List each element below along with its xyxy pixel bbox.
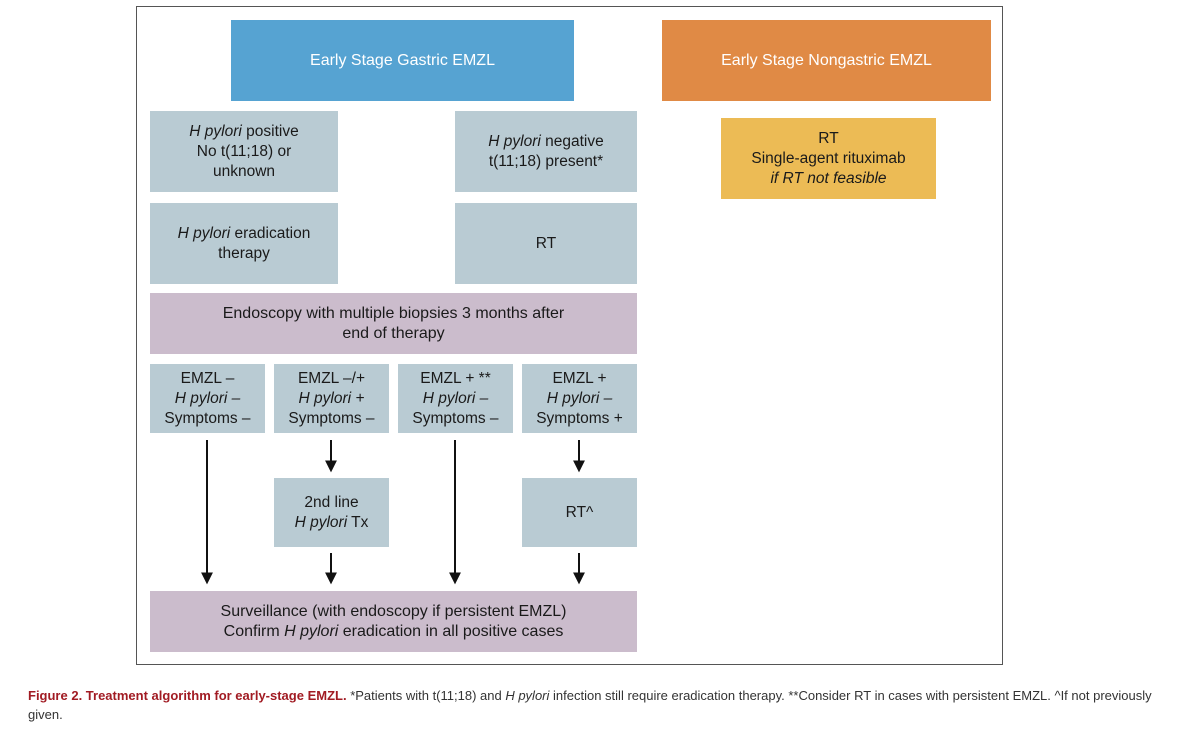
surveillance-line2-post: eradication in all positive cases (338, 622, 564, 640)
surveillance-line2-pre: Confirm (223, 622, 285, 640)
gastric-header: Early Stage Gastric EMZL (231, 20, 574, 101)
eradication-line1: eradication (230, 224, 311, 242)
nongastric-tx-line1: RT (818, 129, 839, 147)
nongastric-tx-line2: Single-agent rituximab (751, 149, 906, 167)
rt-gastric-text: RT (535, 234, 557, 252)
gastric-header-text: Early Stage Gastric EMZL (310, 51, 495, 69)
outcome-3-emzl: EMZL + ** (420, 369, 491, 387)
hp-negative-line2: t(11;18) present* (488, 152, 604, 170)
outcome-3-symptoms: Symptoms – (412, 409, 499, 427)
outcome-4-emzl: EMZL + (552, 369, 607, 387)
surveillance-box: Surveillance (with endoscopy if persiste… (150, 591, 637, 652)
outcome-box-4: EMZL + H pylori – Symptoms + (522, 364, 637, 433)
second-line-box: 2nd line H pylori Tx (274, 478, 389, 547)
second-line-line2: Tx (347, 513, 369, 531)
hp-negative-box: H pylori negative t(11;18) present* (455, 111, 637, 192)
caption-label: Figure 2. Treatment algorithm for early-… (28, 688, 347, 703)
caption-part1: *Patients with t(11;18) and (346, 688, 506, 703)
outcome-box-2: EMZL –/+ H pylori + Symptoms – (274, 364, 389, 433)
eradication-line2: therapy (218, 244, 270, 262)
nongastric-treatment-box: RT Single-agent rituximab if RT not feas… (721, 118, 936, 199)
outcome-4-hpylori: H pylori – (546, 389, 613, 407)
outcome-1-hpylori: H pylori – (174, 389, 241, 407)
caption-italic: H pylori (505, 688, 550, 703)
caption-part2: infection still require eradication ther… (28, 688, 1152, 722)
outcome-2-hpylori: H pylori + (298, 389, 365, 407)
endoscopy-line1: Endoscopy with multiple biopsies 3 month… (222, 304, 565, 322)
outcome-4-symptoms: Symptoms + (536, 409, 623, 427)
hp-negative-line1: negative (540, 132, 604, 150)
rt-caret-text: RT^ (565, 503, 594, 521)
nongastric-tx-line3: if RT not feasible (770, 169, 887, 187)
surveillance-italic: H pylori (284, 622, 339, 640)
hp-positive-italic: H pylori (189, 122, 242, 140)
outcome-1-symptoms: Symptoms – (164, 409, 251, 427)
hp-positive-line2: No t(11;18) or (196, 142, 292, 160)
endoscopy-line2: end of therapy (342, 324, 445, 342)
hp-positive-line3: unknown (212, 162, 276, 180)
nongastric-header-text: Early Stage Nongastric EMZL (721, 51, 932, 69)
nongastric-header: Early Stage Nongastric EMZL (662, 20, 991, 101)
outcome-2-symptoms: Symptoms – (288, 409, 375, 427)
second-line-italic: H pylori (294, 513, 348, 531)
rt-gastric-box: RT (455, 203, 637, 284)
outcome-box-1: EMZL – H pylori – Symptoms – (150, 364, 265, 433)
endoscopy-box: Endoscopy with multiple biopsies 3 month… (150, 293, 637, 354)
outcome-1-emzl: EMZL – (180, 369, 235, 387)
outcome-2-emzl: EMZL –/+ (297, 369, 366, 387)
hp-positive-box: H pylori positive No t(11;18) or unknown (150, 111, 338, 192)
hp-positive-line1: positive (241, 122, 299, 140)
rt-caret-box: RT^ (522, 478, 637, 547)
eradication-box: H pylori eradication therapy (150, 203, 338, 284)
outcome-3-hpylori: H pylori – (422, 389, 489, 407)
hp-negative-italic: H pylori (488, 132, 541, 150)
outcome-box-3: EMZL + ** H pylori – Symptoms – (398, 364, 513, 433)
eradication-italic: H pylori (177, 224, 231, 242)
surveillance-line1: Surveillance (with endoscopy if persiste… (220, 602, 567, 620)
figure-caption: Figure 2. Treatment algorithm for early-… (28, 686, 1168, 724)
second-line-line1: 2nd line (304, 493, 359, 511)
